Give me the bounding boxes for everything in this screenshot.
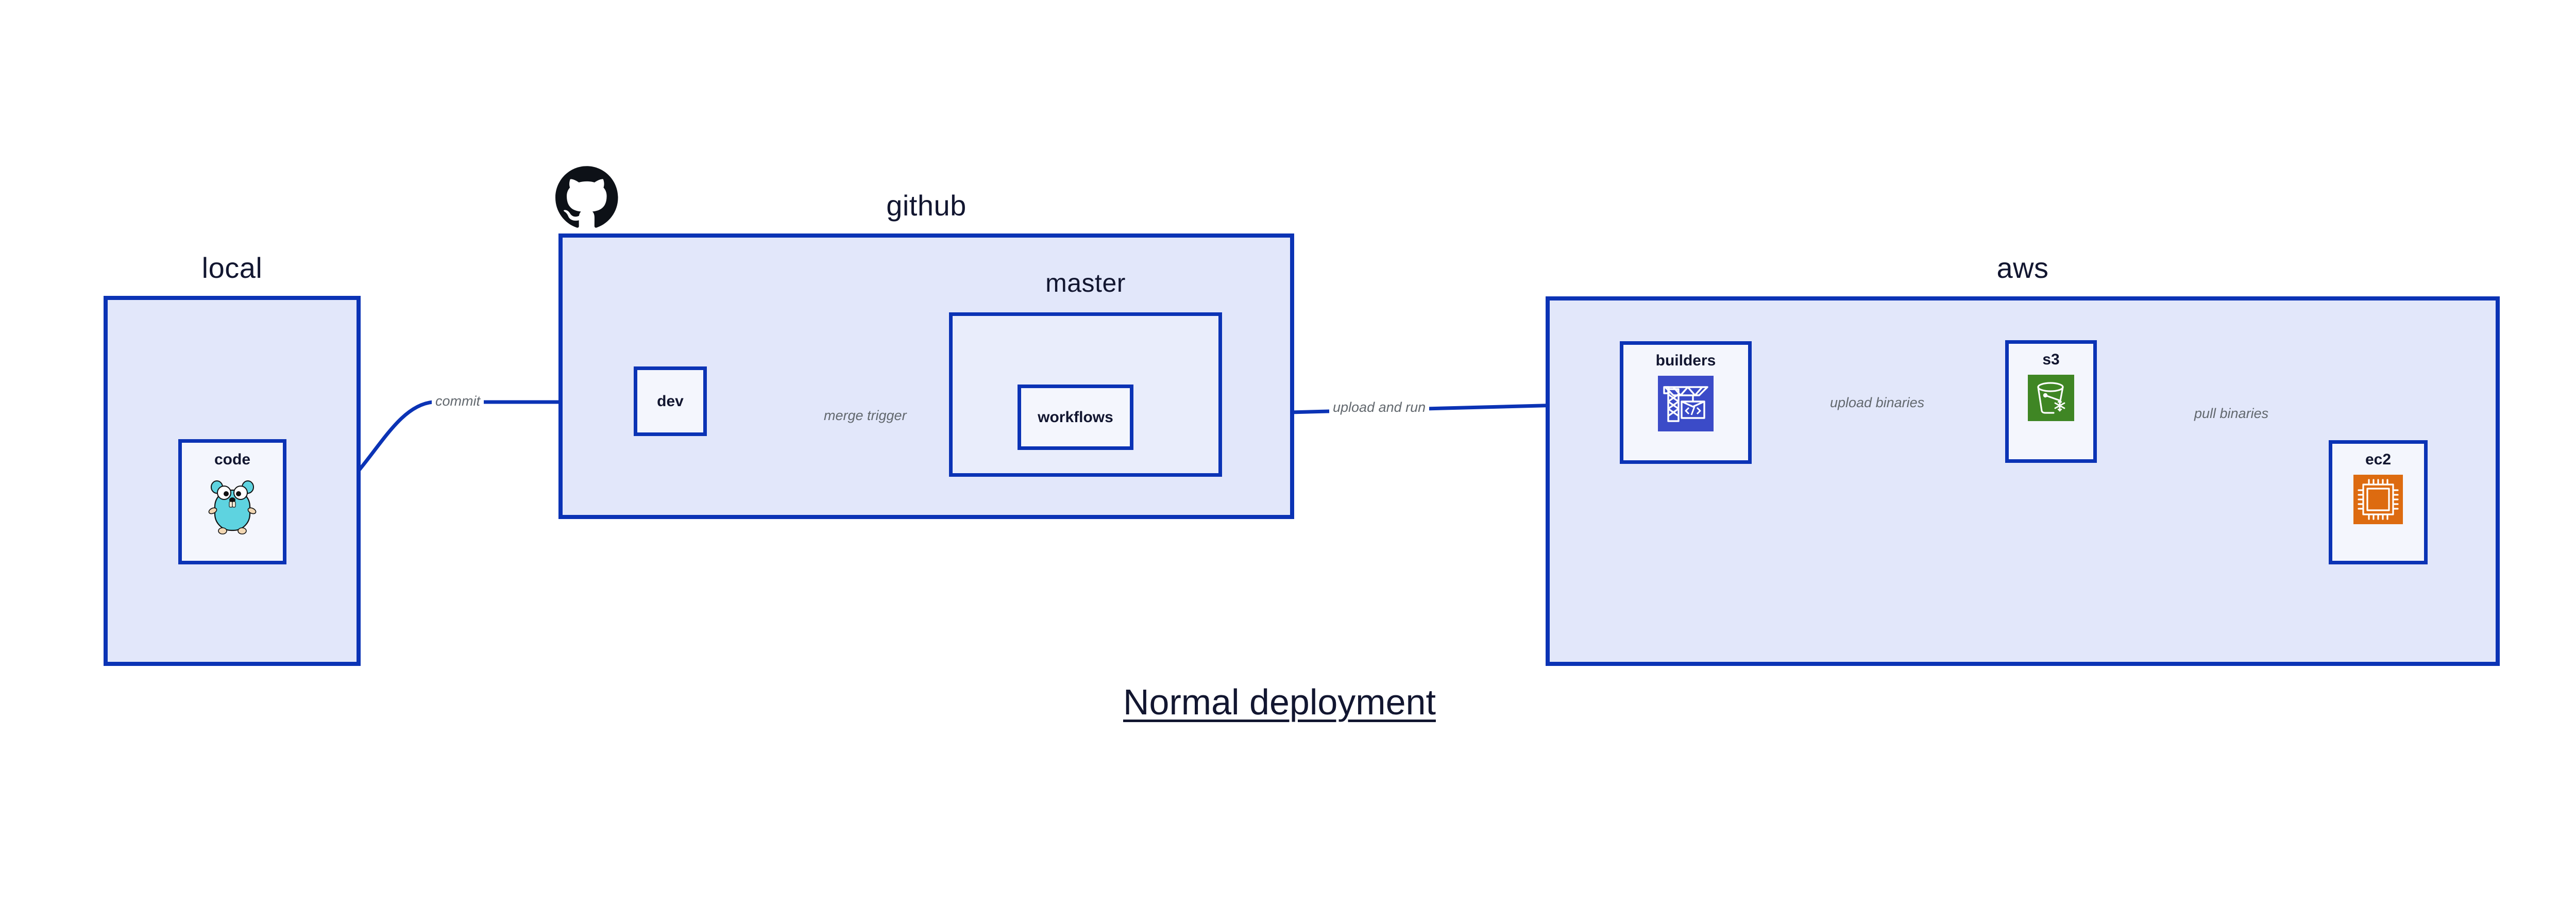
node-dev-label: dev — [657, 392, 684, 410]
group-label-local: local — [201, 252, 263, 284]
aws-crane-builder-icon — [1658, 376, 1714, 431]
edge-label-merge-trigger: merge trigger — [820, 408, 910, 424]
edge-label-upload-and-run: upload and run — [1329, 399, 1430, 415]
node-builders-label: builders — [1655, 352, 1716, 369]
edge-label-pull-binaries: pull binaries — [2191, 406, 2273, 422]
group-label-aws: aws — [1996, 252, 2049, 284]
node-code-label: code — [214, 451, 251, 468]
node-workflows[interactable]: workflows — [1018, 385, 1133, 450]
go-gopher-icon — [206, 476, 259, 536]
aws-s3-bucket-icon — [2028, 375, 2074, 421]
node-ec2-label: ec2 — [2365, 451, 2392, 468]
diagram-caption: Normal deployment — [1123, 682, 1436, 722]
group-label-github: github — [886, 189, 967, 222]
subgroup-label-master: master — [1045, 269, 1126, 297]
node-ec2[interactable]: ec2 — [2329, 440, 2428, 564]
node-code[interactable]: code — [178, 439, 286, 564]
aws-ec2-chip-icon — [2353, 475, 2403, 524]
node-dev[interactable]: dev — [634, 366, 707, 436]
node-builders[interactable]: builders — [1620, 341, 1752, 464]
edge-label-upload-binaries: upload binaries — [1826, 395, 1928, 411]
node-s3[interactable]: s3 — [2005, 340, 2097, 463]
node-s3-label: s3 — [2042, 351, 2060, 368]
node-workflows-label: workflows — [1038, 408, 1113, 426]
edge-label-commit: commit — [432, 393, 484, 409]
github-octocat-icon — [555, 166, 618, 228]
